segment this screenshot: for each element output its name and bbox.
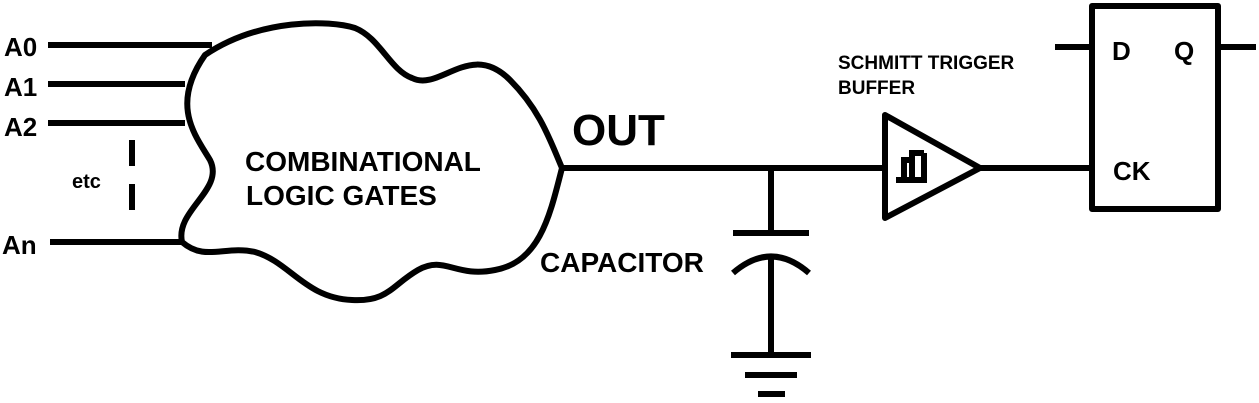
logic-block-label-line1: COMBINATIONAL [245, 146, 481, 177]
input-an-label: An [2, 230, 37, 260]
input-a0-label: A0 [4, 32, 37, 62]
buffer-label-line2: BUFFER [838, 78, 915, 99]
ground-icon [731, 352, 811, 397]
input-a2-label: A2 [4, 112, 37, 142]
flipflop-d-label: D [1112, 36, 1131, 66]
buffer-label-line1: SCHMITT TRIGGER [838, 53, 1015, 74]
hysteresis-icon [896, 150, 927, 183]
buffer-triangle [882, 112, 983, 221]
capacitor-label: CAPACITOR [540, 247, 704, 278]
flipflop-ck-label: CK [1113, 156, 1151, 186]
flipflop-q-label: Q [1174, 36, 1194, 66]
input-a1-label: A1 [4, 72, 37, 102]
flipflop-box [1089, 3, 1221, 212]
logic-cloud-shape [178, 20, 565, 304]
logic-block-label-line2: LOGIC GATES [246, 180, 437, 211]
out-label: OUT [572, 106, 665, 155]
etc-label: etc [72, 171, 101, 193]
